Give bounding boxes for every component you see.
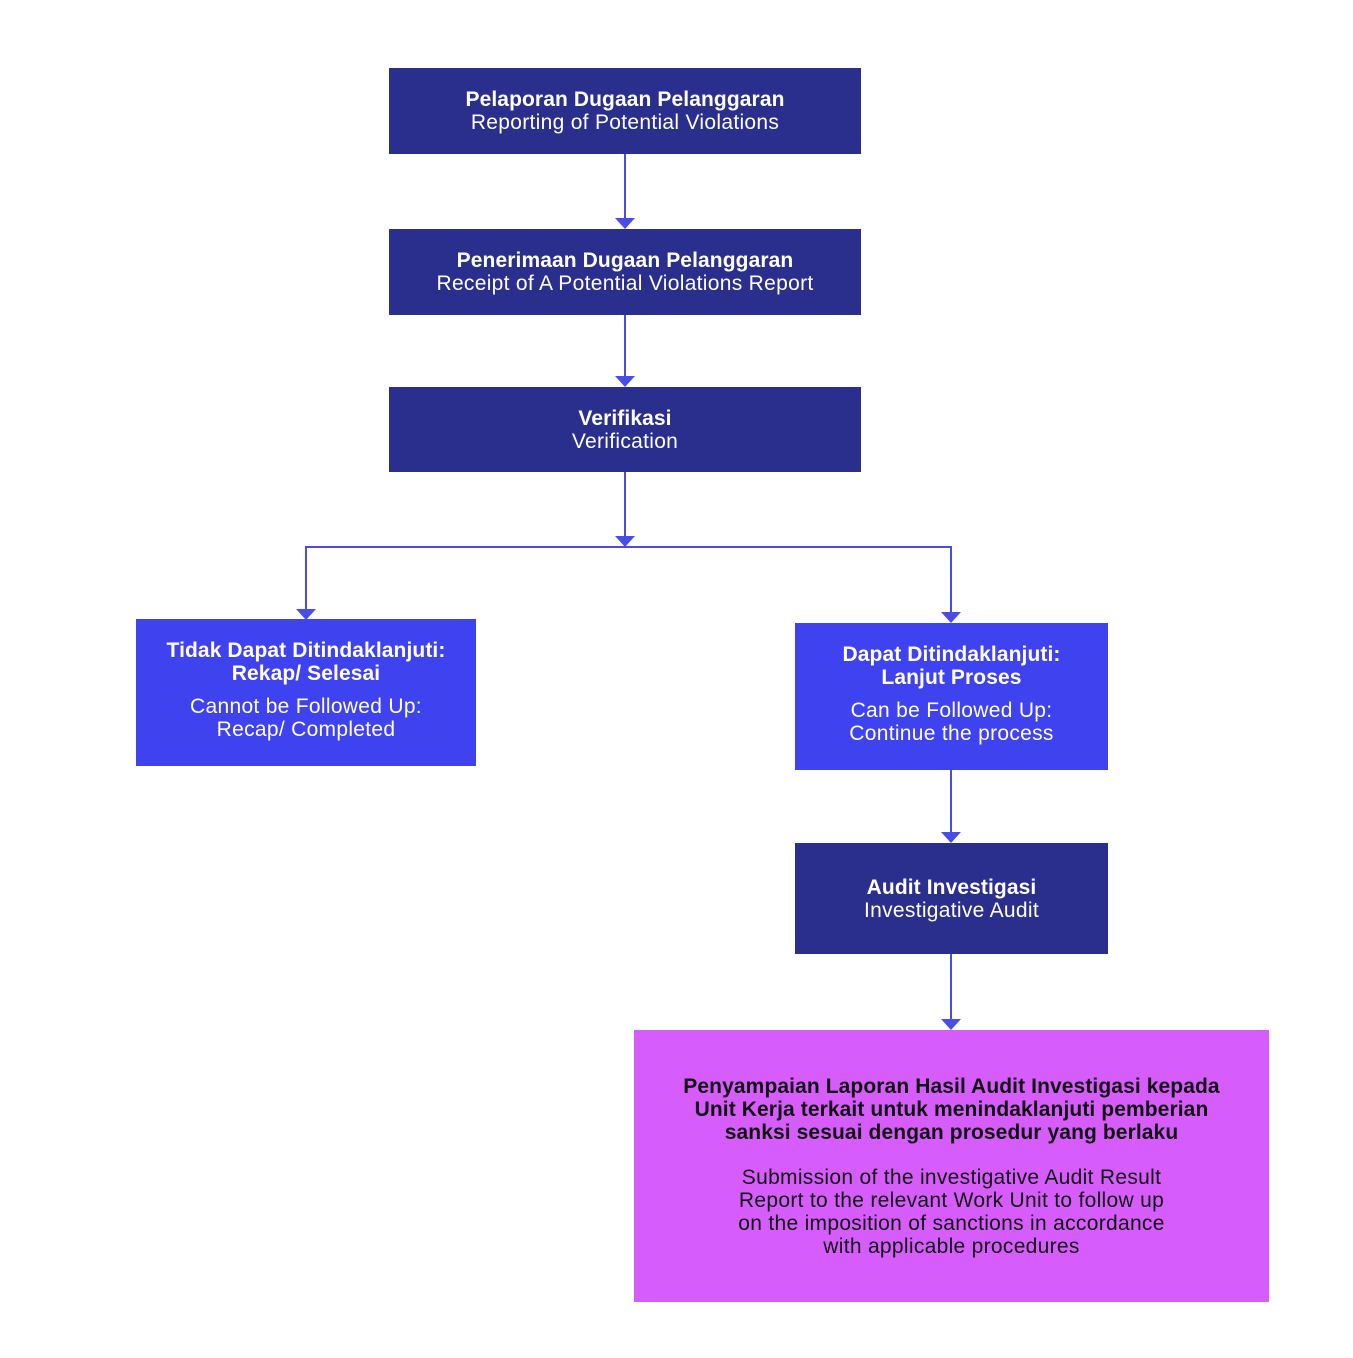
node-can-subtitle-1: Can be Followed Up: [850, 698, 1053, 722]
arrowhead-split [615, 536, 635, 547]
node-submission-title-3: sanksi sesuai dengan prosedur yang berla… [724, 1120, 1179, 1144]
node-reporting-subtitle: Reporting of Potential Violations [470, 111, 780, 134]
node-reporting-title: Pelaporan Dugaan Pelanggaran [465, 88, 785, 111]
node-audit-title: Audit Investigasi [866, 875, 1037, 899]
node-verification-subtitle: Verification [571, 429, 679, 453]
node-can-subtitle-2: Continue the process [849, 721, 1054, 745]
node-submission-title-2: Unit Kerja terkait untuk menindaklanjuti… [694, 1097, 1209, 1121]
node-cannot-subtitle-2: Recap/ Completed [216, 717, 396, 741]
arrowhead-receipt [615, 218, 635, 229]
node-cannot-subtitle-1: Cannot be Followed Up: [190, 694, 422, 718]
node-cannot-title-2: Rekap/ Selesai [231, 661, 381, 685]
arrowhead-can [941, 612, 961, 623]
node-investigative-audit: Audit Investigasi Investigative Audit [795, 843, 1108, 954]
arrowhead-submission [941, 1019, 961, 1030]
arrowhead-cannot [296, 609, 316, 620]
node-receipt-subtitle: Receipt of A Potential Violations Report [436, 272, 814, 295]
node-can-title-1: Dapat Ditindaklanjuti: [842, 642, 1061, 666]
node-reporting: Pelaporan Dugaan Pelanggaran Reporting o… [389, 68, 861, 154]
node-audit-subtitle: Investigative Audit [864, 898, 1039, 922]
arrowhead-verification [615, 376, 635, 387]
node-can-follow-up: Dapat Ditindaklanjuti: Lanjut Proses Can… [795, 623, 1108, 770]
node-cannot-title-1: Tidak Dapat Ditindaklanjuti: [166, 638, 446, 662]
split-connector [305, 546, 952, 615]
node-receipt-title: Penerimaan Dugaan Pelanggaran [456, 249, 794, 272]
node-submission: Penyampaian Laporan Hasil Audit Investig… [634, 1030, 1269, 1302]
node-submission-subtitle-4: with applicable procedures [823, 1234, 1080, 1258]
node-submission-title-1: Penyampaian Laporan Hasil Audit Investig… [683, 1074, 1220, 1098]
node-submission-subtitle-1: Submission of the investigative Audit Re… [741, 1165, 1162, 1189]
node-can-title-2: Lanjut Proses [881, 665, 1022, 689]
node-receipt: Penerimaan Dugaan Pelanggaran Receipt of… [389, 229, 861, 315]
node-cannot-follow-up: Tidak Dapat Ditindaklanjuti: Rekap/ Sele… [136, 619, 476, 766]
node-verification-title: Verifikasi [578, 406, 672, 430]
node-submission-subtitle-3: on the imposition of sanctions in accord… [738, 1211, 1165, 1235]
arrowhead-audit [941, 832, 961, 843]
node-verification: Verifikasi Verification [389, 387, 861, 472]
node-submission-subtitle-2: Report to the relevant Work Unit to foll… [738, 1188, 1165, 1212]
